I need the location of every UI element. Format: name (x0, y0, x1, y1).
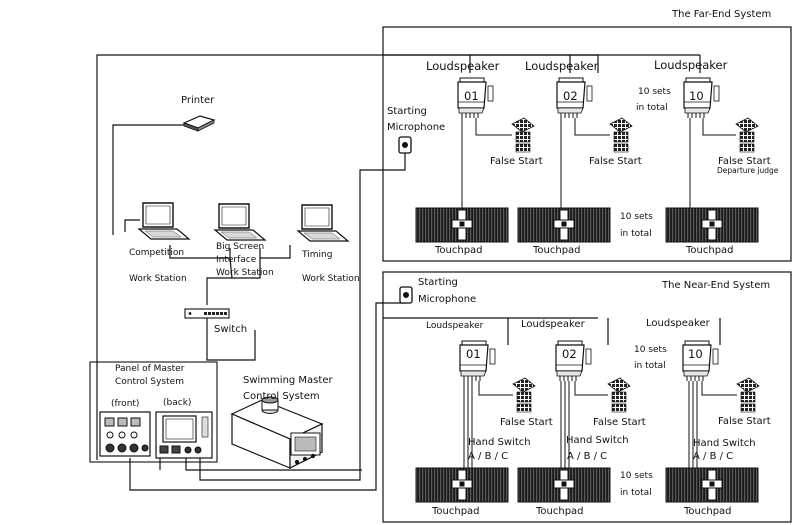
near-loudspeaker-label-01: Loudspeaker (426, 321, 484, 331)
far-starting-mic-label-line2: Microphone (387, 122, 446, 133)
big-screen-laptop-icon (214, 203, 266, 241)
near-false-start-keypad-10 (736, 377, 760, 413)
far-speaker-count-line2: in total (636, 103, 668, 113)
far-starting-microphone (398, 136, 412, 154)
far-touchpad-label-01: Touchpad (435, 245, 483, 256)
far-touchpad-02 (517, 207, 611, 243)
panel-back-label: (back) (163, 398, 192, 408)
near-false-start-keypad-01 (512, 377, 536, 413)
far-false-start-keypad-01 (511, 117, 535, 153)
near-loudspeaker-label-02: Loudspeaker (521, 319, 585, 330)
near-abc-label-01: A / B / C (468, 451, 509, 462)
near-abc-label-02: A / B / C (567, 451, 608, 462)
near-false-start-label-10: False Start (718, 416, 771, 427)
near-abc-label-10: A / B / C (693, 451, 734, 462)
panel-frame (89, 361, 218, 463)
far-touchpad-label-02: Touchpad (533, 245, 581, 256)
switch-label: Switch (214, 324, 248, 335)
far-touchpad-count-line2: in total (620, 229, 652, 239)
near-touchpad-02 (517, 467, 611, 503)
near-false-start-keypad-02 (607, 377, 631, 413)
far-loudspeaker-label-01: Loudspeaker (426, 59, 500, 73)
far-false-start-label-01: False Start (490, 156, 543, 167)
near-touchpad-label-02: Touchpad (536, 506, 584, 517)
near-hand-switch-cables-02 (560, 381, 570, 470)
far-touchpad-count-line1: 10 sets (620, 212, 653, 222)
near-starting-mic-label-line2: Microphone (418, 294, 477, 305)
near-end-devices (399, 286, 760, 503)
master-control-unit-icon (230, 396, 324, 469)
near-touchpad-label-01: Touchpad (432, 506, 480, 517)
far-false-start-label-10: False Start (718, 156, 771, 167)
departure-judge-label: Departure judge (717, 166, 779, 175)
network-switch-icon (184, 308, 230, 319)
far-false-start-keypad-10 (735, 117, 759, 153)
near-false-start-label-01: False Start (500, 417, 553, 428)
printer-label: Printer (181, 95, 215, 106)
near-loudspeaker-label-10: Loudspeaker (646, 318, 710, 329)
competition-label-line1: Competition (129, 248, 185, 258)
big-screen-label-line1: Big Screen (216, 242, 265, 252)
competition-label-line2: Work Station (129, 274, 187, 284)
panel-back-icon (155, 411, 213, 459)
timing-laptop-icon (297, 204, 349, 242)
far-false-start-label-02: False Start (589, 156, 642, 167)
big-screen-label-line3: Work Station (216, 268, 274, 278)
near-unit-number-01: 01 (466, 347, 481, 361)
far-false-start-keypad-02 (609, 117, 633, 153)
near-end-frame (382, 271, 792, 523)
far-touchpad-10 (665, 207, 759, 243)
panel-front-icon (99, 411, 151, 457)
near-starting-microphone (399, 286, 413, 304)
panel-label-line1: Panel of Master (115, 364, 185, 374)
far-speaker-count-line1: 10 sets (638, 87, 671, 97)
near-unit-number-10: 10 (688, 347, 703, 361)
far-end-devices (398, 77, 759, 243)
timing-label-line2: Work Station (302, 274, 360, 284)
far-unit-number-01: 01 (464, 89, 479, 103)
near-touchpad-label-10: Touchpad (684, 506, 732, 517)
far-loudspeaker-label-10: Loudspeaker (654, 58, 728, 72)
near-speaker-count-line2: in total (634, 361, 666, 371)
far-end-frame (382, 26, 792, 262)
near-end-title: The Near-End System (662, 280, 771, 291)
near-speaker-count-line1: 10 sets (634, 345, 667, 355)
near-hand-switch-cables-10 (688, 381, 698, 470)
panel-front-label: (front) (111, 399, 140, 409)
far-starting-mic-label-line1: Starting (387, 106, 427, 117)
near-false-start-label-02: False Start (593, 417, 646, 428)
near-unit-number-02: 02 (562, 347, 577, 361)
master-control-label-line2: Control System (243, 391, 320, 402)
panel-label-line2: Control System (115, 377, 184, 387)
timing-label-line1: Timing (302, 250, 333, 260)
far-unit-number-10: 10 (689, 89, 704, 103)
near-hand-switch-label-01: Hand Switch (468, 437, 531, 448)
far-touchpad-01 (415, 207, 509, 243)
near-touchpad-01 (415, 467, 509, 503)
near-touchpad-count-line2: in total (620, 488, 652, 498)
printer-icon (182, 115, 216, 132)
near-hand-switch-label-10: Hand Switch (693, 438, 756, 449)
far-loudspeaker-label-02: Loudspeaker (525, 59, 599, 73)
near-hand-switch-cables-01 (463, 381, 473, 470)
wiring (96, 54, 721, 491)
near-touchpad-count-line1: 10 sets (620, 471, 653, 481)
competition-laptop-icon (138, 202, 190, 240)
far-unit-number-02: 02 (563, 89, 578, 103)
near-hand-switch-label-02: Hand Switch (566, 435, 629, 446)
near-starting-mic-label-line1: Starting (418, 277, 458, 288)
far-touchpad-label-10: Touchpad (686, 245, 734, 256)
master-control-label-line1: Swimming Master (243, 375, 333, 386)
big-screen-label-line2: Interface (216, 255, 257, 265)
far-end-title: The Far-End System (672, 9, 772, 20)
near-touchpad-10 (665, 467, 759, 503)
